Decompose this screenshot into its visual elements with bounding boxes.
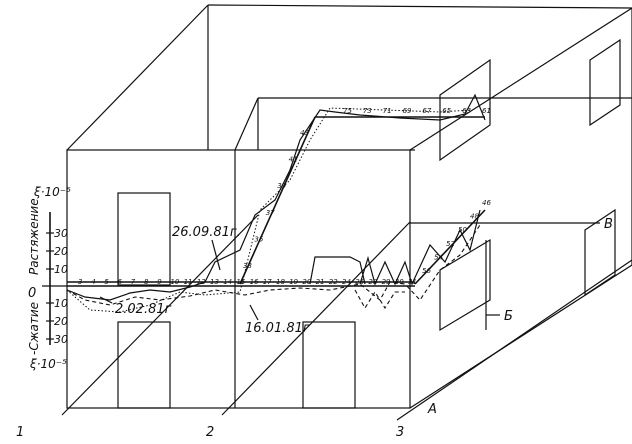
date-label: 26.09.81г.	[172, 225, 241, 240]
point-label: 9	[157, 278, 162, 286]
label-v: В	[604, 217, 613, 232]
point-label: 54	[434, 253, 443, 261]
window-far-lower	[584, 208, 616, 297]
window-right-upper	[439, 58, 491, 162]
label-3: 3	[396, 425, 404, 440]
point-label: 18	[276, 278, 285, 286]
point-label: 7	[131, 278, 136, 286]
point-label: 19	[289, 278, 298, 286]
point-label: 28	[368, 278, 377, 286]
point-label: 29	[382, 278, 391, 286]
label-b: Б	[504, 309, 513, 324]
point-label: 41	[289, 156, 298, 164]
unit-top: ξ·10⁻⁵	[33, 185, 71, 199]
point-label: 11	[184, 278, 193, 286]
point-label: 75	[343, 107, 352, 115]
point-label: 4	[91, 278, 95, 286]
point-label: 26	[355, 278, 364, 286]
tick: 30	[54, 333, 68, 346]
point-label: 35	[254, 235, 263, 243]
compression-label: -Сжатие	[27, 302, 41, 355]
tension-label: Растяжение	[27, 198, 41, 275]
point-label: 17	[263, 278, 272, 286]
point-label: 6	[118, 278, 123, 286]
point-label: 48	[470, 213, 479, 221]
point-label: 31	[408, 278, 417, 286]
strain-axis: ξ·10⁻⁵ ξ·10⁻⁵ Растяжение -Сжатие 30 20 1…	[27, 185, 71, 371]
building-frame	[61, 4, 632, 421]
point-label: 50	[458, 226, 467, 234]
point-label: 10	[170, 278, 179, 286]
label-1: 1	[16, 425, 24, 440]
point-label: 52	[446, 240, 455, 248]
point-label: 63	[462, 107, 471, 115]
point-label: 21	[316, 278, 325, 286]
tick: 10	[54, 263, 68, 276]
point-label: 39	[277, 182, 286, 190]
point-label: 24	[342, 278, 351, 286]
door-upper-left	[117, 192, 171, 286]
door-lower-middle	[302, 321, 356, 409]
point-label: 20	[302, 278, 311, 286]
window-far-upper	[589, 38, 621, 127]
point-label: 71	[383, 107, 392, 115]
point-label: 43	[300, 129, 309, 137]
date-label: 2.02.81г	[115, 302, 172, 317]
unit-bottom: ξ·10⁻⁵	[29, 357, 67, 371]
tick: 30	[54, 227, 68, 240]
point-label: 56	[422, 267, 431, 275]
point-label: 46	[482, 199, 491, 207]
point-label: 67	[422, 107, 431, 115]
openings	[117, 38, 621, 409]
label-2: 2	[206, 425, 214, 440]
tick-zero: 0	[28, 286, 36, 301]
point-label: 22	[329, 278, 338, 286]
point-label: 30	[395, 278, 404, 286]
point-label: 12	[197, 278, 206, 286]
point-label: 14	[223, 278, 232, 286]
point-label: 13	[210, 278, 219, 286]
tick: 10	[54, 297, 68, 310]
window-right-lower	[439, 238, 491, 332]
point-label: 16	[250, 278, 259, 286]
point-label: 15	[236, 278, 245, 286]
date-label: 16.01.81г	[245, 321, 310, 336]
point-label: 5	[104, 278, 109, 286]
point-label: 69	[403, 107, 412, 115]
label-a: А	[427, 402, 437, 417]
point-label: 65	[442, 107, 451, 115]
point-label: 37	[266, 209, 275, 217]
point-label: 61	[482, 107, 491, 115]
door-lower-left	[117, 321, 171, 409]
point-label: 8	[144, 278, 149, 286]
strain-curves	[66, 93, 486, 313]
date-labels: 26.09.81г. 2.02.81г 16.01.81г	[99, 225, 310, 336]
point-label: 33	[243, 262, 252, 270]
point-label: 73	[363, 107, 372, 115]
point-label: 3	[78, 278, 82, 286]
direction-labels: В Б А 1 2 3	[16, 217, 613, 440]
tick: 20	[54, 245, 68, 258]
tick: 20	[54, 315, 68, 328]
